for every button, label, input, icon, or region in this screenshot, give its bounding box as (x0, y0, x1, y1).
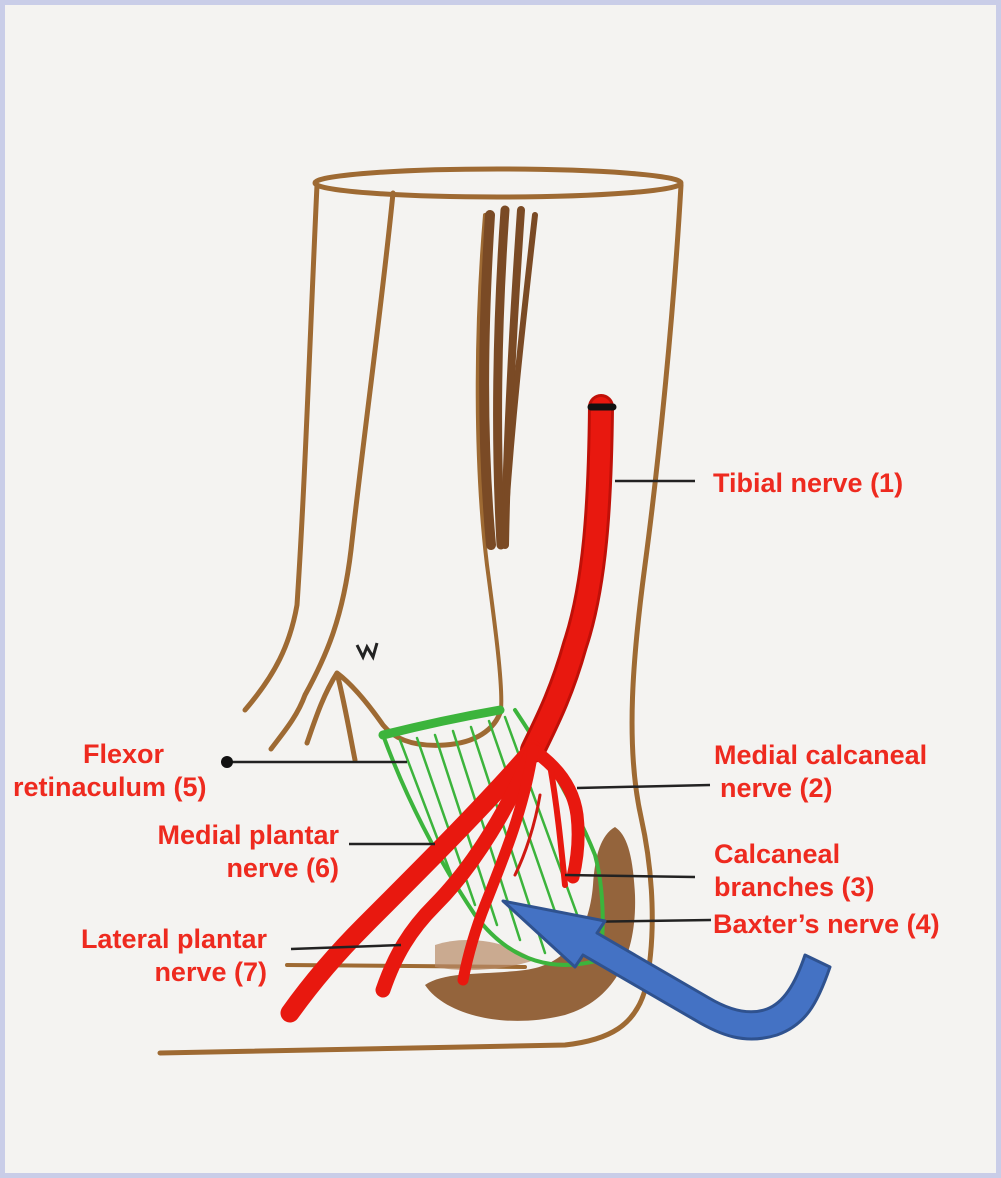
leader-calcaneal-branches (565, 875, 695, 877)
label-baxters-nerve: Baxter’s nerve (4) (713, 908, 940, 941)
label-line: Medial plantar (115, 819, 339, 852)
muscle-tendon (484, 210, 535, 545)
label-calcaneal-branches: Calcaneal branches (3) (714, 838, 875, 904)
label-flexor-retinaculum: Flexor retinaculum (5) (13, 738, 239, 804)
ink-mark (357, 643, 377, 657)
label-lateral-plantar-nerve: Lateral plantar nerve (7) (45, 923, 267, 989)
muscle-stroke (484, 215, 491, 545)
label-line: branches (3) (714, 871, 875, 904)
label-medial-plantar-nerve: Medial plantar nerve (6) (115, 819, 339, 885)
label-line: Calcaneal (714, 838, 875, 871)
label-line: nerve (7) (45, 956, 267, 989)
leg-top-ellipse (315, 169, 681, 197)
bone-front-edge (271, 193, 393, 749)
label-line: Flexor (13, 738, 239, 771)
label-tibial-nerve: Tibial nerve (1) (713, 467, 903, 500)
label-line: nerve (2) (714, 772, 927, 805)
ankle-nerve-illustration (5, 5, 996, 1173)
label-line: retinaculum (5) (13, 771, 239, 804)
label-line: Medial calcaneal (714, 739, 927, 772)
label-line: nerve (6) (115, 852, 339, 885)
label-line: Lateral plantar (45, 923, 267, 956)
leg-left-edge (245, 185, 317, 710)
leader-medial-calcaneal (577, 785, 710, 788)
label-medial-calcaneal-nerve: Medial calcaneal nerve (2) (714, 739, 927, 805)
